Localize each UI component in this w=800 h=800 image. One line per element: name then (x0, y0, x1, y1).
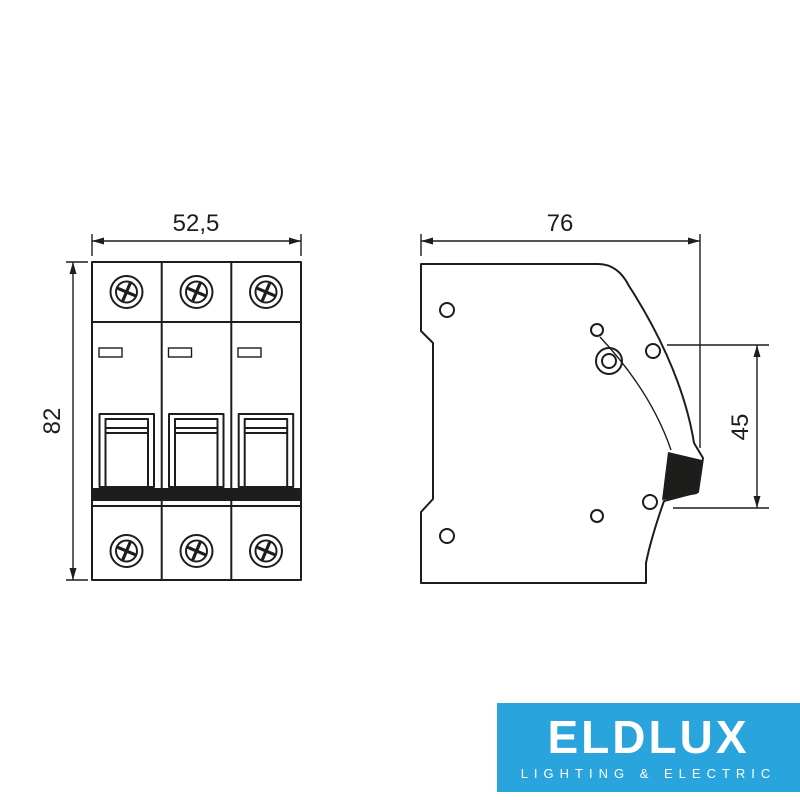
screw-icon (248, 274, 284, 310)
shaft-circle-inner (601, 353, 617, 369)
dimension-label-front-width: 52,5 (173, 210, 220, 237)
arrowhead (753, 496, 761, 508)
dim-side-depth: 76 (420, 210, 701, 448)
screw-icon (108, 533, 145, 569)
front-body-outline (91, 261, 302, 581)
mounting-hole (439, 302, 455, 318)
dim-front-width: 52,5 (91, 210, 302, 256)
toggle-switch (98, 413, 155, 488)
brand-tagline: LIGHTING & ELECTRIC (520, 766, 777, 781)
arrowhead (289, 237, 301, 245)
side-view (420, 263, 704, 584)
arrowhead (92, 237, 104, 245)
dim-front-height: 82 (39, 261, 88, 581)
screw-icon (108, 274, 145, 310)
arrowhead (69, 262, 77, 274)
dimension-label-front-height: 82 (39, 408, 66, 435)
screw-icon (178, 274, 215, 310)
mounting-hole (439, 528, 455, 544)
rivet-hole (590, 323, 604, 337)
toggle-switch (168, 413, 225, 488)
dimension-label-side-front-height: 45 (727, 414, 754, 441)
dimension-label-side-depth: 76 (547, 210, 574, 237)
brand-logo: ELDLUX LIGHTING & ELECTRIC (497, 703, 800, 792)
label-window (167, 347, 193, 358)
rivet-hole (590, 509, 604, 523)
panel-hole (645, 343, 661, 359)
screw-icon (248, 533, 284, 569)
brand-name: ELDLUX (547, 711, 750, 763)
arrowhead (69, 568, 77, 580)
screw-icon (178, 533, 215, 569)
toggle-lever (662, 452, 702, 500)
shaft-circle-outer (595, 347, 623, 375)
arrowhead (753, 345, 761, 357)
side-profile-outline (420, 263, 704, 584)
toggle-switch (237, 413, 295, 488)
arrowhead (688, 237, 700, 245)
front-view (91, 261, 302, 581)
panel-hole (642, 494, 658, 510)
front-dark-strip (92, 488, 301, 501)
label-window (98, 347, 123, 358)
arrowhead (421, 237, 433, 245)
label-window (237, 347, 262, 358)
dim-side-front-height: 45 (667, 344, 769, 509)
